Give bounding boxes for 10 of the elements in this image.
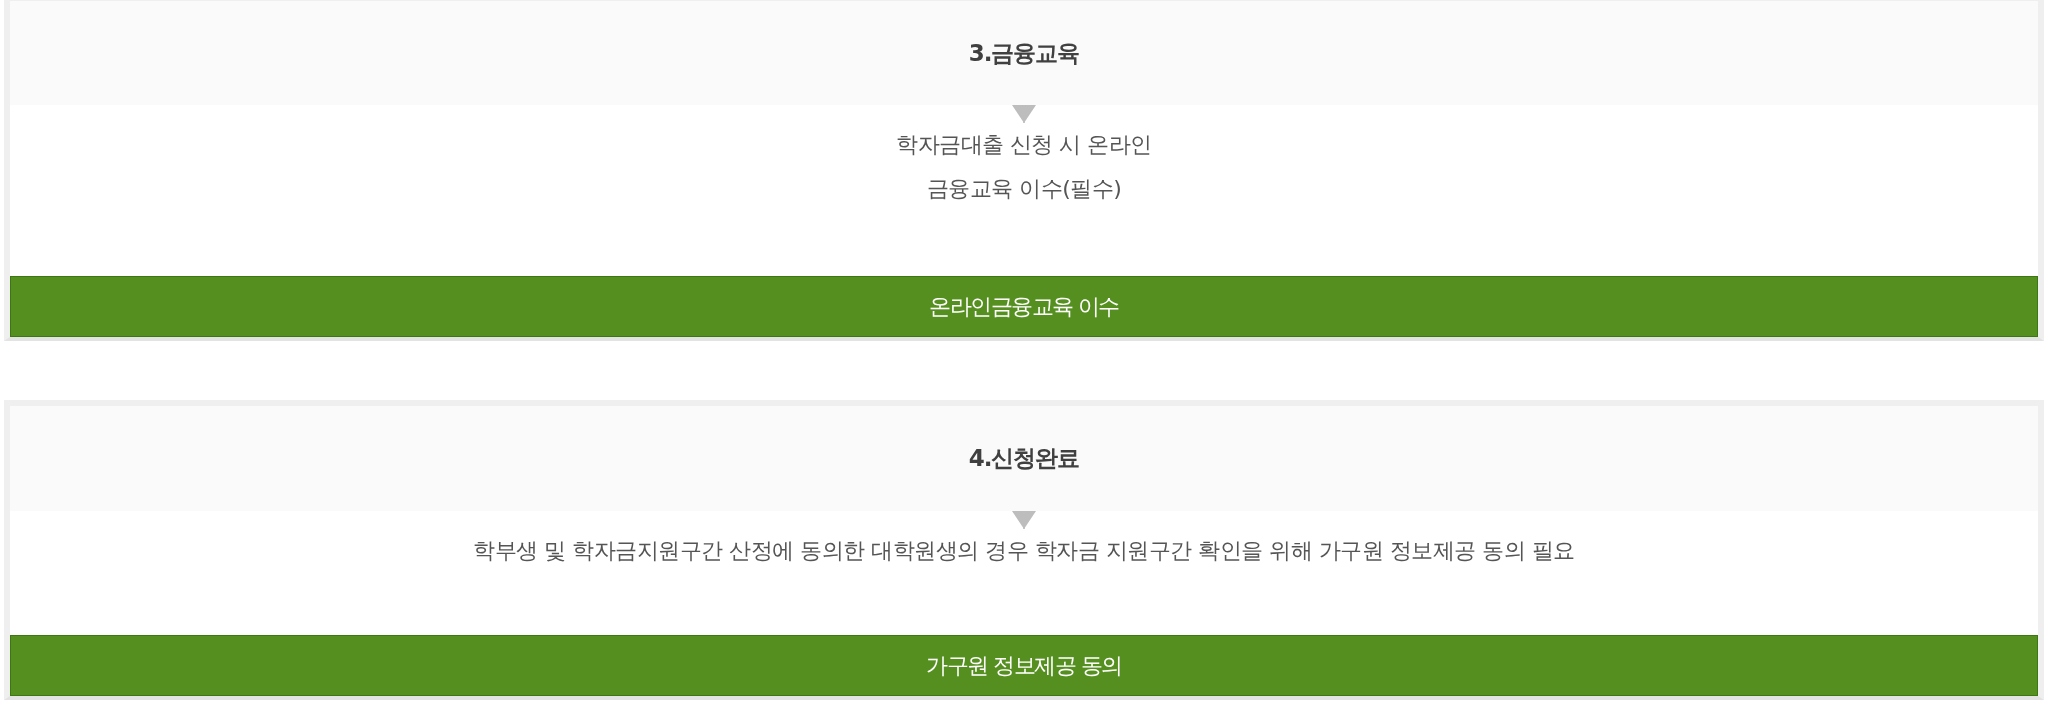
arrow <box>1012 104 1036 124</box>
action-button: 가구원 정보제공 동의 <box>10 635 2038 696</box>
step-header: 4.신청완료 <box>10 406 2038 511</box>
step-card <box>4 400 2044 700</box>
description-text: 학자금대출 신청 시 온라인 금융교육 이수(필수) <box>895 123 1153 211</box>
arrow <box>1012 510 1036 530</box>
action-button: 온라인금융교육 이수 <box>10 276 2038 337</box>
step-header: 3.금융교육 <box>10 1 2038 105</box>
step-card <box>4 0 2044 341</box>
description-text: 학부생 및 학자금지원구간 산정에 동의한 대학원생의 경우 학자금 지원구간 확인을 위해 가구원 정보제공 동의 필요 <box>472 529 1576 573</box>
